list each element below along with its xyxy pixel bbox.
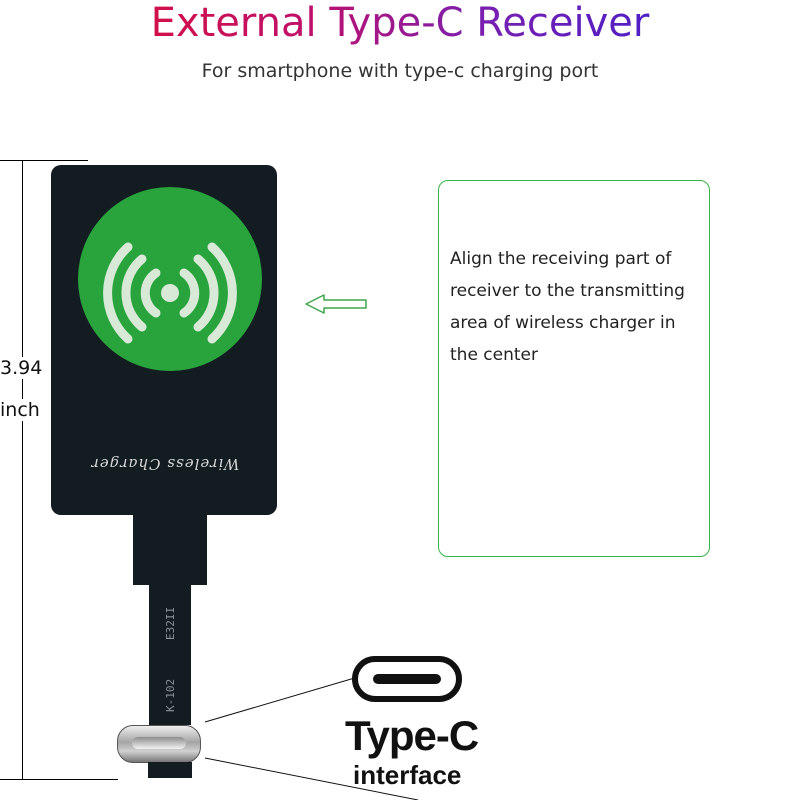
strip-code-1: K-102 xyxy=(164,678,177,712)
dimension-top-tick xyxy=(0,160,88,161)
usb-c-plug-slot xyxy=(132,737,186,749)
receiver-card-label: Wireless Charger xyxy=(90,455,240,473)
wireless-signal-icon xyxy=(103,242,237,344)
usb-c-plug-base xyxy=(148,762,192,778)
usb-c-port-icon xyxy=(352,656,462,702)
dimension-line xyxy=(22,160,23,780)
interface-label: interface xyxy=(353,760,462,790)
receiver-coil xyxy=(78,187,262,371)
usb-c-port-slot xyxy=(373,674,441,684)
arrow-left-icon xyxy=(304,293,368,315)
receiver-strip xyxy=(149,575,191,725)
page-subtitle: For smartphone with type-c charging port xyxy=(201,60,599,82)
strip-code-2: E32II xyxy=(164,606,177,640)
receiver-neck xyxy=(133,505,207,585)
info-box: Align the receiving part of receiver to … xyxy=(438,180,710,557)
info-box-text: Align the receiving part of receiver to … xyxy=(450,249,685,365)
page-title: External Type-C Receiver xyxy=(0,0,800,50)
dimension-bottom-tick xyxy=(0,779,118,780)
dimension-unit: inch xyxy=(0,399,43,421)
dimension-value: 3.94 xyxy=(0,357,46,379)
usb-c-plug xyxy=(117,725,201,763)
type-c-label: Type-C xyxy=(345,712,479,759)
